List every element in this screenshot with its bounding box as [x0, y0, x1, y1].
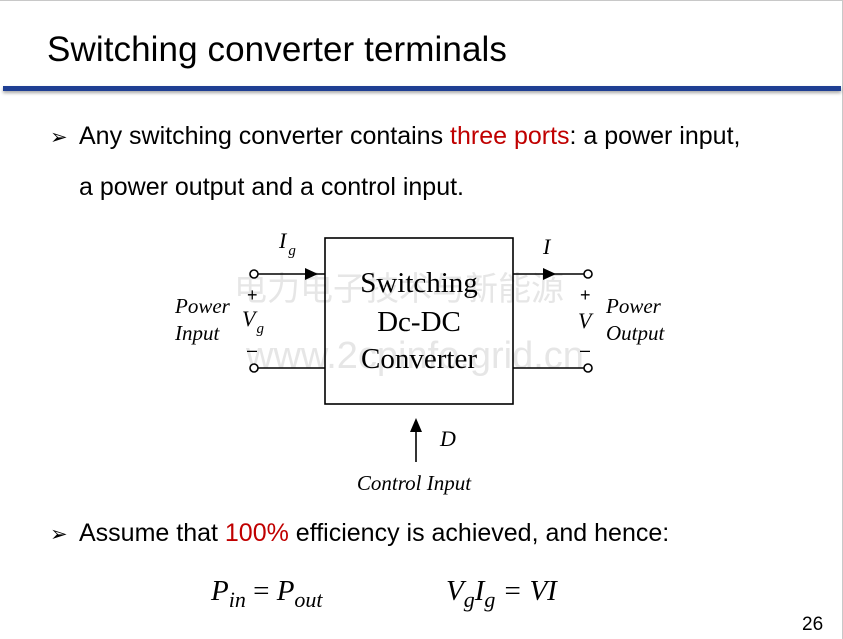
bullet-1-line-2: a power output and a control input.	[79, 173, 464, 201]
slide-frame-top	[0, 0, 843, 1]
formula-ig-subscript: g	[484, 587, 496, 612]
formula-ig-symbol: I	[474, 575, 485, 607]
input-voltage-label: Vg	[242, 306, 264, 337]
formula-out-subscript: out	[294, 587, 323, 612]
bullet-2: ➢ Assume that 100% efficiency is achieve…	[50, 519, 840, 553]
input-terminal-top	[249, 269, 259, 279]
formula-in-subscript: in	[228, 587, 246, 612]
bullet-2-line: Assume that 100% efficiency is achieved,…	[79, 519, 669, 548]
power-input-label-1: Power	[174, 294, 231, 318]
converter-box	[324, 237, 514, 405]
control-arrow-icon	[410, 418, 422, 432]
formula-equals: =	[245, 575, 277, 607]
bullet-1-accent: three ports	[450, 122, 570, 150]
box-line-3: Converter	[361, 343, 477, 375]
watermark-url: www.2cpinfo.grid.cn	[245, 335, 584, 377]
title-rule	[3, 86, 841, 91]
output-current-arrow-icon	[543, 268, 556, 280]
formula-vg-symbol: V	[446, 575, 464, 607]
output-plus-sign: +	[580, 285, 591, 305]
power-output-label-1: Power	[605, 294, 662, 318]
bullet-2-text-post: efficiency is achieved, and hence:	[288, 519, 670, 547]
bullet-arrow-icon: ➢	[50, 523, 68, 546]
output-voltage-label: V	[578, 308, 594, 333]
bullet-1-text-pre: Any switching converter contains	[79, 122, 451, 150]
formula-power-balance: Pin = Pout	[211, 575, 323, 613]
page-number: 26	[802, 614, 824, 635]
output-terminal-bottom	[583, 363, 593, 373]
converter-diagram: 电力电子技术与新能源 www.2cpinfo.grid.cn Switching…	[174, 228, 666, 495]
formula-vi-balance: VgIg = VI	[446, 575, 557, 613]
bullet-2-accent: 100%	[224, 519, 289, 547]
input-terminal-bottom	[249, 363, 259, 373]
output-minus-sign: –	[580, 340, 590, 360]
input-plus-sign: +	[247, 285, 258, 305]
slide-title: Switching converter terminals	[47, 30, 508, 69]
input-current-arrow-icon	[305, 268, 318, 280]
power-output-label-2: Output	[606, 321, 666, 345]
bullet-1-line-1: Any switching converter contains three p…	[79, 122, 740, 151]
bullet-1: ➢ Any switching converter contains three…	[50, 122, 840, 212]
output-terminal-top	[583, 269, 593, 279]
power-input-label-2: Input	[174, 321, 220, 345]
box-line-2: Dc-DC	[377, 306, 461, 338]
input-minus-sign: –	[247, 340, 257, 360]
bullet-2-text-pre: Assume that	[79, 519, 225, 547]
output-current-label: I	[542, 234, 552, 259]
formula-p-out-symbol: P	[276, 575, 295, 607]
bullet-1-text-post: : a power input,	[569, 122, 741, 150]
watermark-cn: 电力电子技术与新能源	[234, 269, 564, 308]
control-symbol: D	[439, 426, 456, 451]
bullet-arrow-icon: ➢	[50, 126, 68, 149]
formula-p-in-symbol: P	[211, 575, 229, 607]
formula-vg-subscript: g	[463, 587, 475, 612]
box-line-1: Switching	[360, 267, 478, 299]
control-input-label: Control Input	[357, 471, 472, 495]
formula-vi-rest: = VI	[495, 575, 557, 607]
